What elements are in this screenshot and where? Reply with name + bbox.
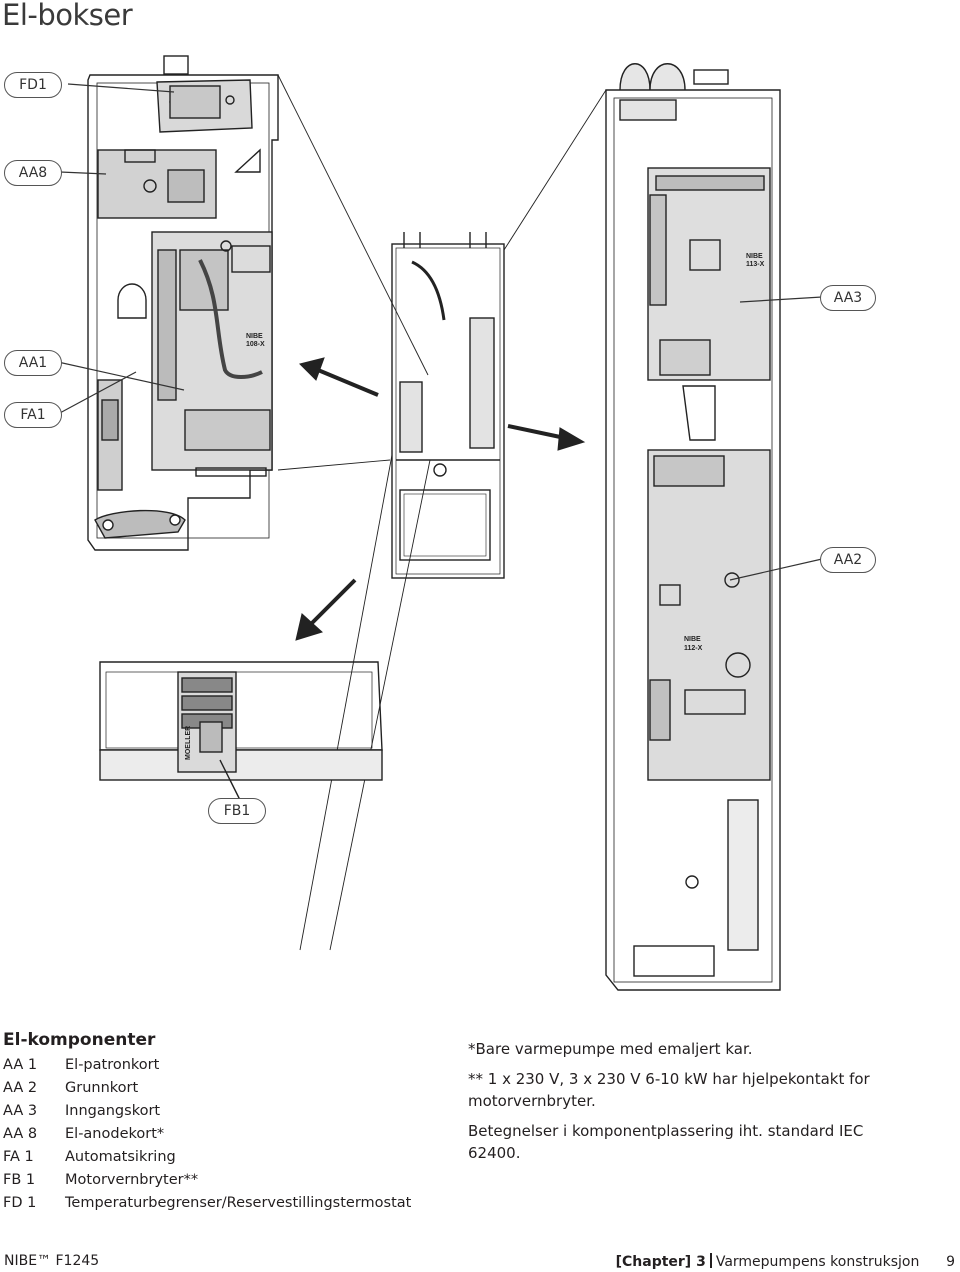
board-113-label-model: 113-X [746,261,765,268]
footer-brand: NIBE™ F1245 [4,1253,100,1269]
callout-fa1: FA1 [4,402,62,428]
board-112-label-brand: NIBE [684,636,701,643]
board-108-label-model: 108-X [246,341,265,348]
component-code: FB 1 [3,1172,36,1188]
component-name: El-patronkort [65,1057,160,1073]
footer-chapter-info: [Chapter] 3 Varmepumpens konstruksjon 9 [616,1253,955,1270]
footer-section: Varmepumpens konstruksjon [715,1254,920,1270]
page-number: 9 [946,1254,955,1270]
footer-chapter: [Chapter] 3 [615,1254,706,1270]
component-row: FB 1 Motorvernbryter** [3,1169,411,1192]
right-el-box [605,63,781,991]
callout-fd1: FD1 [4,72,62,98]
component-name: Grunnkort [65,1080,139,1096]
fd1-thermostat [156,79,253,133]
notes: *Bare varmepumpe med emaljert kar. ** 1 … [468,1038,918,1172]
callout-fb1: FB1 [208,798,266,824]
component-row: AA 1 El-patronkort [3,1054,411,1077]
fb1-box [99,661,383,801]
fa1-fuse [97,379,123,491]
left-el-box [87,55,429,551]
components-list: AA 1 El-patronkort AA 2 Grunnkort AA 3 I… [3,1054,411,1215]
note-motor-protection: ** 1 x 230 V, 3 x 230 V 6-10 kW har hjel… [468,1070,870,1110]
component-name: Automatsikring [65,1149,176,1165]
callout-aa3: AA3 [820,285,876,311]
component-code: AA 3 [3,1103,38,1119]
component-code: FA 1 [3,1149,34,1165]
moeller-label: MOELLER [185,726,192,760]
components-heading: El-komponenter [3,1030,156,1050]
separator [709,1253,712,1268]
component-code: AA 2 [3,1080,38,1096]
board-113-label-brand: NIBE [746,253,763,260]
el-box-drawing: NIBE 108-X NIBE 113-X NIBE 112-X MOELLER [57,55,823,991]
component-name: El-anodekort* [65,1126,165,1142]
note-enamel: *Bare varmepumpe med emaljert kar. [468,1040,753,1058]
page-title: El-bokser [2,0,133,32]
component-name: Temperaturbegrenser/Reservestillingsterm… [65,1195,412,1211]
note-standard: Betegnelser i komponentplassering iht. s… [468,1122,864,1162]
component-row: AA 3 Inngangskort [3,1100,411,1123]
aa2-board [647,449,771,781]
aa1-board [151,231,273,477]
component-code: FD 1 [3,1195,37,1211]
callout-aa2: AA2 [820,547,876,573]
component-row: FA 1 Automatsikring [3,1146,411,1169]
component-row: FD 1 Temperaturbegrenser/Reservestilling… [3,1192,411,1215]
component-row: AA 8 El-anodekort* [3,1123,411,1146]
component-name: Inngangskort [65,1103,161,1119]
board-112-label-model: 112-X [684,645,703,652]
aa3-board [647,167,771,381]
component-code: AA 8 [3,1126,38,1142]
component-row: AA 2 Grunnkort [3,1077,411,1100]
aa8-board [97,149,217,219]
callout-aa8: AA8 [4,160,62,186]
heat-pump-unit [299,89,607,951]
component-name: Motorvernbryter** [65,1172,199,1188]
board-108-label-brand: NIBE [246,333,263,340]
callout-aa1: AA1 [4,350,62,376]
component-code: AA 1 [3,1057,38,1073]
